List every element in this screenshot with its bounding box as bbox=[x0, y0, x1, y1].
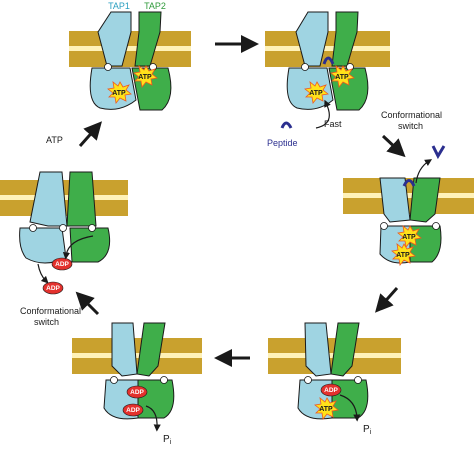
tap1-label: TAP1 bbox=[108, 1, 130, 11]
panel-conformational-switch bbox=[343, 145, 474, 266]
released-peptide-icon bbox=[431, 145, 446, 160]
cycle-arrow bbox=[375, 287, 399, 313]
adp-release-arrow bbox=[37, 263, 49, 284]
panel-adp-release bbox=[0, 171, 128, 295]
atp-input-label: ATP bbox=[46, 135, 63, 145]
peptide-label: Peptide bbox=[267, 138, 298, 148]
tap2-tm-domain bbox=[409, 177, 441, 223]
pi-label: Pi bbox=[363, 424, 372, 436]
panel-peptide-binding bbox=[265, 11, 390, 129]
conformational-switch-label: switch bbox=[34, 317, 59, 327]
conformational-switch-label: Conformational bbox=[20, 306, 81, 316]
adp-molecule bbox=[320, 383, 342, 397]
atp-star bbox=[314, 397, 339, 420]
adp-molecule bbox=[126, 385, 148, 399]
panel-atp-hydrolysis-2 bbox=[72, 322, 202, 432]
pi-label: Pi bbox=[163, 434, 172, 446]
adp-label: ADP bbox=[46, 285, 60, 292]
adp-label: ADP bbox=[55, 261, 69, 268]
conformational-switch-label: Conformational bbox=[381, 110, 442, 120]
fast-arrow bbox=[315, 99, 331, 129]
atp-label: ATP bbox=[138, 74, 152, 81]
tap1-tm-domain bbox=[304, 322, 332, 377]
panel-atp-hydrolysis-1 bbox=[268, 322, 401, 422]
tap2-tm-domain bbox=[330, 322, 360, 377]
fast-label: Fast bbox=[324, 119, 342, 129]
tap1-tm-domain bbox=[97, 11, 132, 67]
atp-label: ATP bbox=[402, 234, 416, 241]
cycle-arrow bbox=[381, 134, 406, 158]
adp-molecule bbox=[42, 281, 64, 295]
atp-label: ATP bbox=[396, 252, 410, 259]
cycle-arrow bbox=[75, 291, 100, 316]
atp-star bbox=[133, 65, 158, 88]
adp-molecule bbox=[122, 403, 144, 417]
tap1-tm-domain bbox=[111, 322, 138, 377]
panel-resting-state bbox=[69, 11, 191, 111]
atp-star bbox=[391, 243, 416, 266]
tap1-nbd bbox=[19, 227, 67, 264]
adp-release-arrow bbox=[62, 235, 94, 260]
tap1-tm-domain bbox=[379, 177, 411, 223]
atp-label: ATP bbox=[309, 90, 323, 97]
peptide-icon bbox=[280, 121, 293, 129]
pi-release-arrow bbox=[339, 394, 361, 422]
atp-label: ATP bbox=[319, 406, 333, 413]
tap1-tm-domain bbox=[295, 11, 329, 67]
tap2-nbd bbox=[137, 379, 175, 419]
tap1-tm-domain bbox=[29, 171, 68, 227]
conformational-switch-label: switch bbox=[398, 121, 423, 131]
adp-label: ADP bbox=[324, 387, 338, 394]
atp-star bbox=[330, 65, 355, 88]
tap2-nbd bbox=[69, 227, 111, 263]
release-arrow bbox=[415, 159, 433, 184]
tap2-label: TAP2 bbox=[144, 1, 166, 11]
peptide-icon bbox=[402, 179, 416, 187]
atp-label: ATP bbox=[112, 90, 126, 97]
adp-molecule bbox=[51, 257, 73, 271]
cycle-arrow bbox=[78, 121, 102, 147]
atp-star bbox=[107, 81, 132, 104]
atp-star bbox=[304, 81, 329, 104]
bound-peptide bbox=[322, 56, 335, 65]
atp-label: ATP bbox=[335, 74, 349, 81]
pi-release-arrow bbox=[145, 405, 161, 432]
tap2-tm-domain bbox=[136, 322, 166, 377]
adp-label: ADP bbox=[126, 407, 140, 414]
tap2-tm-domain bbox=[66, 171, 97, 227]
adp-label: ADP bbox=[130, 389, 144, 396]
